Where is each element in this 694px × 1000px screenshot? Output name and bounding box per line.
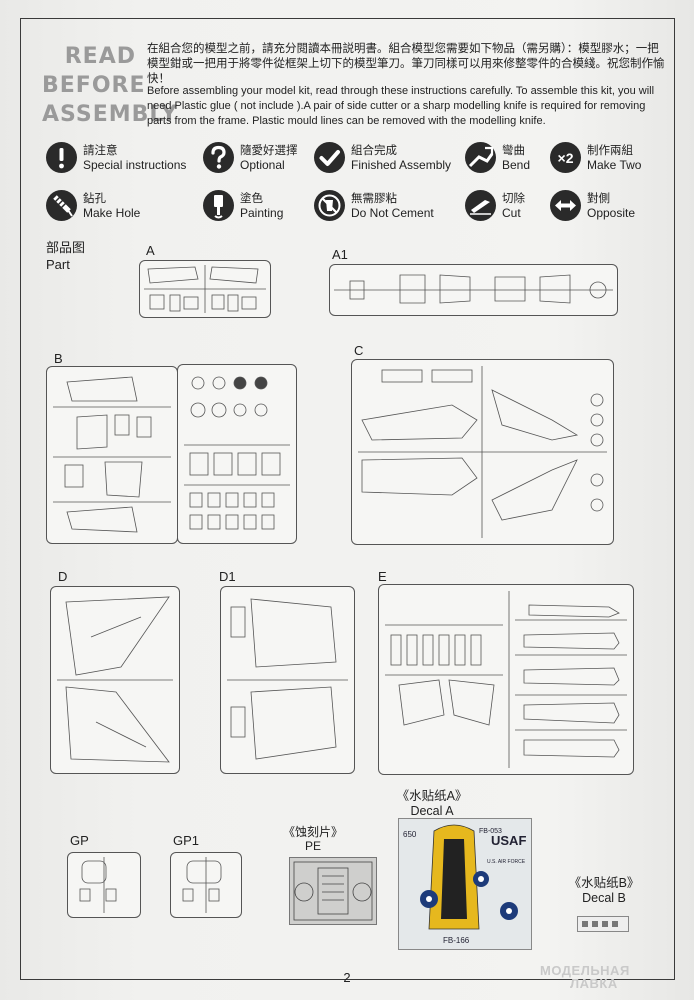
decal-fb053-text: FB-053 — [479, 828, 502, 835]
parts-heading: 部品图 Part — [46, 239, 85, 273]
decal-a-label-en: Decal A — [410, 804, 454, 818]
decal-a-label-cn: 《水贴纸A》 — [396, 789, 468, 803]
no-glue-icon — [314, 190, 345, 221]
decal-sheet-b — [577, 916, 629, 932]
intro-text-chinese: 在組合您的模型之前，請充分閱讀本冊説明書。組合模型您需要如下物品（需另購）：模型… — [147, 43, 665, 85]
intro-text-english: Before assembling your model kit, read t… — [147, 85, 655, 127]
sprue-c — [351, 359, 614, 545]
legend-cn: 切除 — [502, 192, 525, 205]
sprue-label-gp1: GP1 — [173, 833, 200, 848]
pe-label-cn: 《蚀刻片》 — [282, 825, 343, 839]
read-before-assembly-title: READ BEFORE ASSEMBLY — [42, 42, 178, 129]
make-two-icon: ×2 — [550, 142, 581, 173]
paint-brush-icon — [203, 190, 234, 221]
legend-en: Cut — [502, 205, 521, 220]
legend-en: Do Not Cement — [351, 205, 434, 220]
title-line-1: READ — [64, 44, 136, 69]
legend-cn: 制作兩組 — [587, 144, 633, 157]
sprue-a — [139, 260, 271, 318]
exclamation-icon — [46, 142, 77, 173]
legend-en: Special instructions — [83, 157, 187, 172]
legend-cn: 塗色 — [240, 192, 263, 205]
legend-cn: 鉆孔 — [83, 192, 106, 205]
legend-cn: 對側 — [587, 192, 610, 205]
sprue-b-second — [177, 364, 297, 544]
sprue-gp — [67, 852, 141, 918]
sprue-e — [378, 584, 634, 775]
decal-a-label: 《水贴纸A》 Decal A — [392, 789, 472, 819]
sprue-label-gp: GP — [70, 833, 89, 848]
legend-en: Optional — [240, 157, 285, 172]
sprue-label-c: C — [354, 343, 364, 358]
sprue-label-e: E — [378, 569, 387, 584]
drill-icon — [46, 190, 77, 221]
pe-label-en: PE — [304, 839, 321, 853]
decal-b-label-cn: 《水贴纸B》 — [568, 876, 640, 890]
decal-b-label-en: Decal B — [582, 891, 626, 905]
pe-label: 《蚀刻片》 PE — [282, 825, 344, 853]
sprue-label-a: A — [146, 243, 155, 258]
legend-en: Make Hole — [83, 205, 141, 220]
question-icon — [203, 142, 234, 173]
decal-airforce-text: U.S. AIR FORCE — [487, 859, 526, 865]
legend-cn: 隨愛好選擇 — [240, 144, 298, 157]
sprue-d — [50, 586, 180, 774]
sprue-label-d: D — [58, 569, 68, 584]
legend-cn: 請注意 — [83, 144, 118, 157]
knife-icon — [465, 190, 496, 221]
legend-en: Finished Assembly — [351, 157, 452, 172]
watermark-line-1: МОДЕЛЬНАЯ — [540, 963, 630, 978]
decal-fb166-text: FB-166 — [443, 936, 470, 945]
decal-usaf-text: USAF — [491, 833, 526, 848]
title-line-3: ASSEMBLY — [42, 102, 178, 127]
sprue-d1 — [220, 586, 355, 774]
page-frame — [20, 18, 675, 980]
legend-cn: 彎曲 — [502, 144, 525, 157]
sprue-label-a1: A1 — [332, 247, 348, 262]
photo-etch-sheet — [289, 857, 377, 925]
check-icon — [314, 142, 345, 173]
decal-sheet-a: USAF FB-053 650 FB-166 U.S. AIR FORCE — [398, 818, 532, 950]
legend-en: Bend — [502, 157, 531, 172]
sprue-label-b: B — [54, 351, 63, 366]
legend-en: Opposite — [587, 205, 636, 220]
decal-b-label: 《水贴纸B》 Decal B — [565, 876, 643, 906]
double-arrow-icon — [550, 190, 581, 221]
watermark-line-2: ЛАВКА — [570, 976, 618, 991]
legend-cn: 無需膠粘 — [351, 192, 397, 205]
sprue-label-d1: D1 — [219, 569, 236, 584]
legend-en: Painting — [240, 205, 284, 220]
title-line-2: BEFORE — [42, 73, 146, 98]
store-watermark: МОДЕЛЬНАЯ ЛАВКА — [540, 964, 630, 990]
parts-heading-cn: 部品图 — [46, 240, 86, 255]
legend-cn: 組合完成 — [351, 144, 397, 157]
sprue-a1 — [329, 264, 618, 316]
sprue-b — [46, 366, 178, 544]
bend-icon — [465, 142, 496, 173]
decal-650-text: 650 — [403, 830, 417, 839]
sprue-gp1 — [170, 852, 242, 918]
page-number: 2 — [343, 970, 351, 985]
parts-heading-en: Part — [46, 257, 70, 272]
legend-en: Make Two — [587, 157, 642, 172]
